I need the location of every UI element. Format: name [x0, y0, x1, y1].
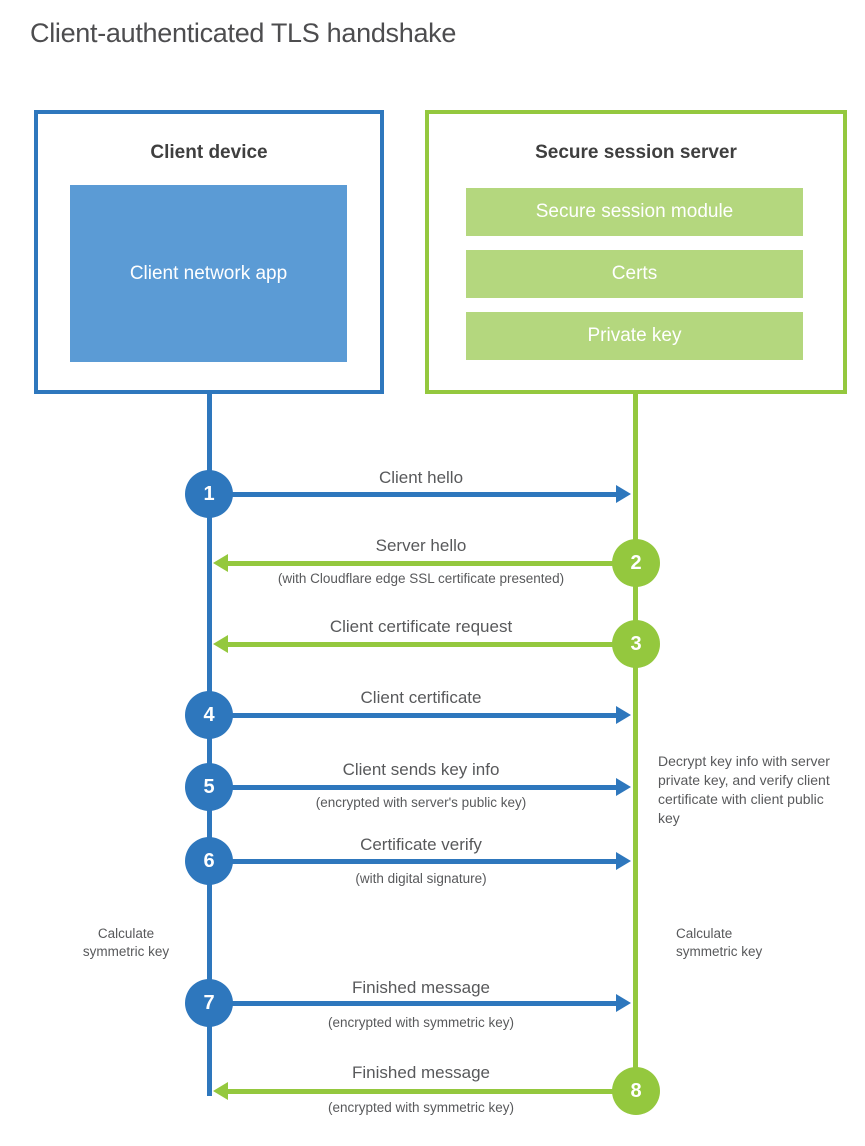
step-8-sublabel: (encrypted with symmetric key): [327, 1100, 515, 1115]
step-5-sublabel: (encrypted with server's public key): [315, 795, 527, 810]
step-7-sublabel: (encrypted with symmetric key): [327, 1015, 515, 1030]
step-8-arrow-left-icon: [213, 1082, 636, 1100]
step-2-sublabel: (with Cloudflare edge SSL certificate pr…: [277, 571, 565, 586]
step-1-label: Client hello: [378, 468, 464, 487]
server-lifeline: [633, 392, 638, 1091]
server-decrypt-note: Decrypt key info with server private key…: [658, 753, 830, 826]
step-1-circle: 1: [185, 470, 233, 518]
step-4-arrow-right-icon: [209, 706, 631, 724]
step-5-label: Client sends key info: [342, 760, 500, 779]
step-6-label: Certificate verify: [360, 835, 482, 854]
server-module-private-key: Private key: [466, 312, 803, 360]
client-lifeline: [207, 392, 212, 1096]
step-3-arrow-left-icon: [213, 635, 636, 653]
step-4-label: Client certificate: [360, 688, 482, 707]
server-calculate-symmetric-key-note: Calculate symmetric key: [676, 926, 763, 959]
step-7-label: Finished message: [352, 978, 490, 997]
step-8-label: Finished message: [352, 1063, 490, 1082]
client-network-app-box: Client network app: [70, 185, 347, 362]
client-device-title: Client device: [150, 142, 268, 163]
step-6-sublabel: (with digital signature): [355, 871, 487, 886]
step-5-arrow-right-icon: [209, 778, 631, 796]
page-title: Client-authenticated TLS handshake: [30, 18, 457, 48]
step-3-circle: 3: [612, 620, 660, 668]
step-2-arrow-left-icon: [213, 554, 636, 572]
step-1-arrow-right-icon: [209, 485, 631, 503]
step-4-circle: 4: [185, 691, 233, 739]
step-6-arrow-right-icon: [209, 852, 631, 870]
server-module-secure-session: Secure session module: [466, 188, 803, 236]
step-2-label: Server hello: [375, 536, 467, 555]
step-6-circle: 6: [185, 837, 233, 885]
step-3-label: Client certificate request: [329, 617, 513, 636]
client-network-app-label: Client network app: [129, 263, 288, 284]
client-calculate-symmetric-key-note: Calculate symmetric key: [82, 926, 170, 959]
server-module-certs: Certs: [466, 250, 803, 298]
secure-session-server-title: Secure session server: [535, 142, 737, 163]
step-7-arrow-right-icon: [209, 994, 631, 1012]
step-5-circle: 5: [185, 763, 233, 811]
step-7-circle: 7: [185, 979, 233, 1027]
step-8-circle: 8: [612, 1067, 660, 1115]
step-2-circle: 2: [612, 539, 660, 587]
